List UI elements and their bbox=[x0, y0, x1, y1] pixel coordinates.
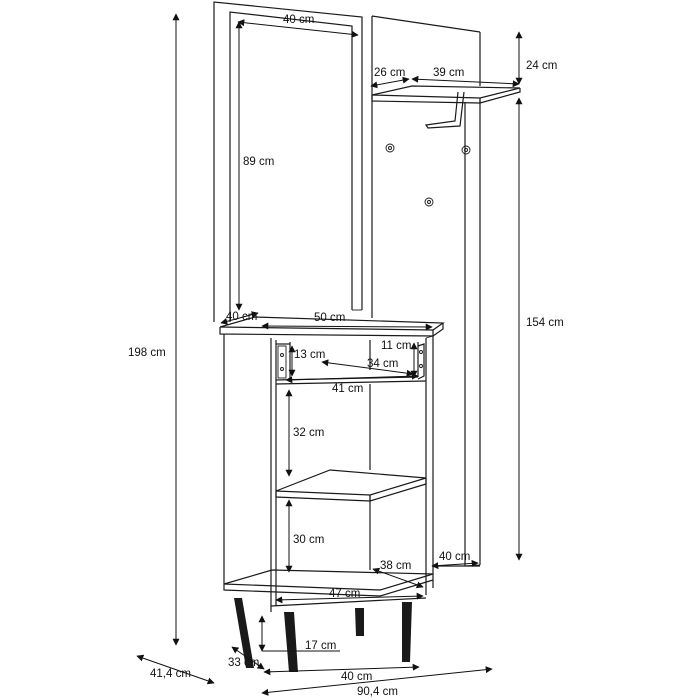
inner-depth-label: 38 cm bbox=[380, 560, 411, 572]
top-depth-label: 40 cm bbox=[226, 311, 257, 323]
coat-hooks bbox=[385, 143, 471, 207]
hat-shelf bbox=[371, 85, 521, 129]
upper-compartment-label: 32 cm bbox=[293, 427, 324, 439]
cabinet-shelves bbox=[223, 469, 434, 607]
shelf-height-label: 24 cm bbox=[526, 60, 557, 72]
base-width-label: 40 cm bbox=[341, 671, 372, 683]
shelf-depth-label: 26 cm bbox=[374, 67, 405, 79]
shelf-width-label: 39 cm bbox=[433, 67, 464, 79]
leg-height-label: 17 cm bbox=[305, 640, 336, 652]
panel-height-label: 154 cm bbox=[526, 317, 564, 329]
overall-width-label: 90,4 cm bbox=[357, 686, 398, 698]
mirror-height-label: 89 cm bbox=[243, 156, 274, 168]
drawer-height-label: 13 cm bbox=[294, 349, 325, 361]
coat-panel bbox=[371, 15, 481, 567]
cabinet-legs bbox=[234, 598, 412, 672]
lower-compartment-label: 30 cm bbox=[293, 534, 324, 546]
hook-icon bbox=[385, 143, 395, 153]
dimension-lines bbox=[136, 13, 523, 696]
total-height-label: 198 cm bbox=[128, 347, 166, 359]
mirror-frame bbox=[213, 1, 363, 322]
drawer-front-label: 11 cm bbox=[381, 340, 411, 352]
bottom-width-label: 47 cm bbox=[329, 588, 360, 600]
hook-icon bbox=[424, 197, 434, 207]
drawer-depth-label: 34 cm bbox=[367, 358, 398, 370]
top-width-label: 50 cm bbox=[314, 312, 345, 324]
overall-depth-label: 41,4 cm bbox=[150, 668, 191, 680]
dimension-labels: 40 cm 89 cm 198 cm 24 cm 154 cm 26 cm 39… bbox=[128, 14, 564, 698]
mirror-width-label: 40 cm bbox=[283, 14, 314, 26]
hook-icon bbox=[461, 145, 471, 155]
panel-depth-label: 40 cm bbox=[439, 551, 470, 563]
drawer-width-label: 41 cm bbox=[332, 383, 363, 395]
base-depth-label: 33 cm bbox=[228, 657, 259, 669]
